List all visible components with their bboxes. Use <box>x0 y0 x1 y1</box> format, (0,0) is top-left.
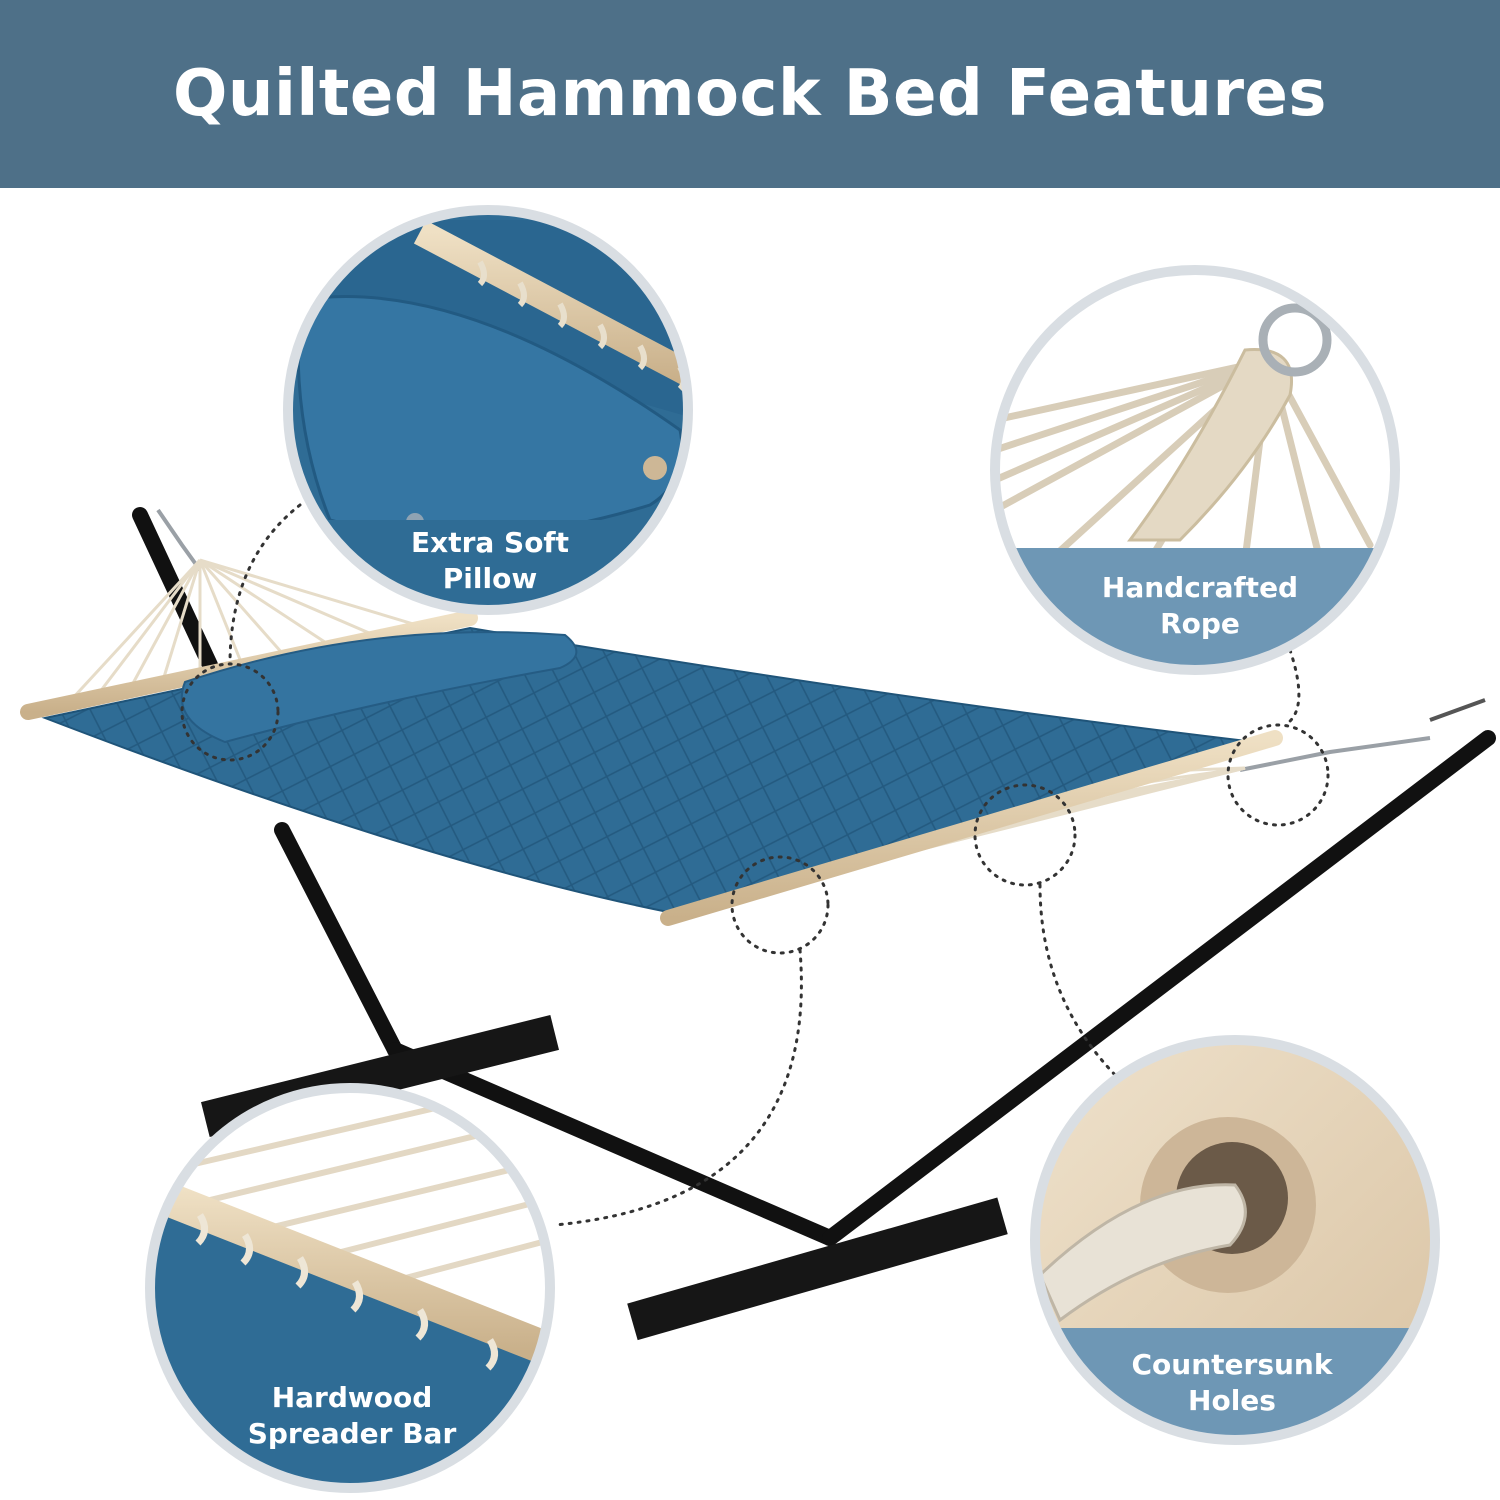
feature-label-line2: Rope <box>1160 607 1240 640</box>
callout-countersunk-holes: Countersunk Holes <box>1030 1035 1440 1445</box>
feature-label-line2: Spreader Bar <box>248 1417 457 1450</box>
feature-label-line1: Extra Soft <box>411 526 569 559</box>
callout-leaders <box>180 503 1330 1227</box>
feature-label-line1: Countersunk <box>1132 1348 1334 1381</box>
header-banner: Quilted Hammock Bed Features <box>0 0 1500 188</box>
callout-extra-soft-pillow: Extra Soft Pillow <box>283 205 693 615</box>
feature-label-line1: Handcrafted <box>1102 571 1298 604</box>
feature-label-line1: Hardwood <box>272 1381 433 1414</box>
hanging-chains <box>156 508 1431 772</box>
pillow <box>180 631 578 744</box>
page-title: Quilted Hammock Bed Features <box>172 57 1328 131</box>
feature-label-line2: Pillow <box>443 562 537 595</box>
callout-hardwood-spreader-bar: Hardwood Spreader Bar <box>145 1083 555 1493</box>
rope-fan-left <box>58 558 441 714</box>
feature-label-line2: Holes <box>1188 1384 1276 1417</box>
callout-handcrafted-rope: Handcrafted Rope <box>990 265 1400 675</box>
